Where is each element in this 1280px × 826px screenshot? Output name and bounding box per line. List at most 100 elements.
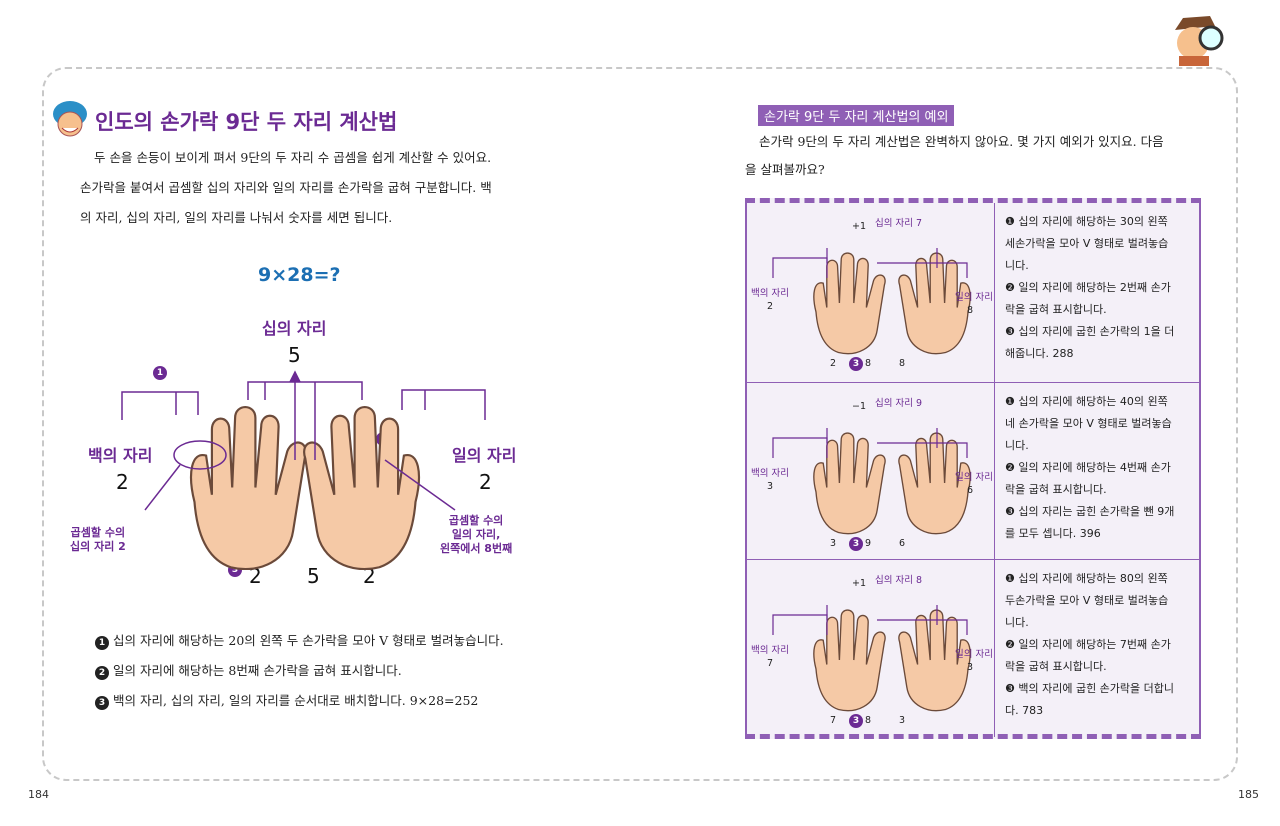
desc-line: 니다. [1005, 616, 1029, 629]
desc-line: ❷ 일의 자리에 해당하는 2번째 손가 [1005, 281, 1171, 294]
hundreds-value: 2 [116, 470, 129, 494]
tens-label: 십의 자리 8 [875, 575, 923, 586]
note-line: 곱셈할 수의 [70, 526, 126, 539]
adjust-value: +1 [852, 221, 867, 232]
desc-line: 락을 굽혀 표시합니다. [1005, 483, 1107, 496]
result-digit: 7 [830, 715, 837, 726]
desc-line: 락을 굽혀 표시합니다. [1005, 303, 1107, 316]
desc-line: ❷ 일의 자리에 해당하는 7번째 손가 [1005, 638, 1171, 651]
paragraph-line: 의 자리, 십의 자리, 일의 자리를 나눠서 숫자를 세면 됩니다. [80, 210, 393, 225]
note-line: 일의 자리, [451, 528, 501, 541]
intro-paragraph: 두 손을 손등이 보이게 펴서 9단의 두 자리 수 곱셈을 쉽게 계산할 수 … [80, 143, 550, 233]
note-line: 곱셈할 수의 [448, 514, 504, 527]
desc-line: ❷ 일의 자리에 해당하는 4번째 손가 [1005, 461, 1171, 474]
result-digit: 6 [899, 538, 906, 549]
result-digit: 8 [899, 358, 906, 369]
ones-label: 일의 자리 [452, 446, 517, 465]
desc-line: ❸ 십의 자리는 굽힌 손가락을 뺀 9개 [1005, 505, 1175, 518]
hundreds-label: 백의 자리 [751, 288, 789, 299]
desc-line: ❶ 십의 자리에 해당하는 40의 왼쪽 [1005, 395, 1168, 408]
step-list: 1 십의 자리에 해당하는 20의 왼쪽 두 손가락을 모아 V 형태로 벌려놓… [95, 630, 504, 720]
bracket-lines [772, 257, 968, 278]
desc-line: 락을 굽혀 표시합니다. [1005, 660, 1107, 673]
hands-diagram [121, 370, 486, 570]
bracket-lines [772, 437, 968, 458]
step-marker: 3 [95, 696, 109, 710]
page-number-left: 184 [28, 788, 49, 801]
note-line: 십의 자리 2 [70, 540, 126, 553]
adjust-value: +1 [852, 578, 867, 589]
note-left: 곱셈할 수의 십의 자리 2 [70, 526, 126, 554]
hands-illustration [813, 248, 971, 355]
result-digit: 8 [865, 358, 872, 369]
hundreds-value: 2 [767, 301, 774, 312]
mascot-detective-icon [1175, 16, 1224, 66]
tens-label: 십의 자리 7 [875, 218, 923, 229]
hundreds-value: 3 [767, 481, 774, 492]
desc-line: 네 손가락을 모아 V 형태로 벌려놓습 [1005, 417, 1172, 430]
result-digit: 8 [865, 715, 872, 726]
column-divider [994, 560, 995, 737]
tens-label: 십의 자리 9 [875, 398, 923, 409]
desc-line: ❸ 십의 자리에 굽힌 손가락의 1을 더 [1005, 325, 1175, 338]
step-text: 십의 자리에 해당하는 20의 왼쪽 두 손가락을 모아 V 형태로 벌려놓습니… [112, 633, 504, 648]
marker-1: 1 [153, 366, 167, 380]
desc-line: 세손가락을 모아 V 형태로 벌려놓습 [1005, 237, 1169, 250]
result-digit: 2 [830, 358, 837, 369]
desc-line: 해줍니다. 288 [1005, 347, 1074, 360]
step-marker: 1 [95, 636, 109, 650]
ones-value: 8 [967, 305, 974, 316]
marker-3: 3 [849, 714, 863, 728]
tens-label: 십의 자리 [262, 319, 327, 338]
step-text: 일의 자리에 해당하는 8번째 손가락을 굽혀 표시합니다. [112, 663, 402, 678]
note-line: 왼쪽에서 8번째 [440, 542, 513, 555]
desc-line: 니다. [1005, 439, 1029, 452]
page-frame [42, 67, 1238, 781]
paragraph-line: 손가락 9단의 두 자리 계산법은 완벽하지 않아요. 몇 가지 예외가 있지요… [759, 134, 1164, 149]
column-divider [994, 383, 995, 559]
note-right: 곱셈할 수의 일의 자리, 왼쪽에서 8번째 [440, 514, 512, 556]
step-marker: 2 [95, 666, 109, 680]
result-digit: 2 [363, 564, 376, 588]
tens-value: 5 [288, 343, 301, 367]
page-number-right: 185 [1238, 788, 1259, 801]
ones-value: 6 [967, 485, 974, 496]
result-digit: 3 [899, 715, 906, 726]
adjust-value: −1 [852, 401, 867, 412]
marker-3: 3 [849, 537, 863, 551]
example-row: 십의 자리 8 +1 백의 자리 7 일의 자리 3 7 3 8 3 ❶ 십의 … [747, 560, 1199, 737]
result-digit: 9 [865, 538, 872, 549]
ones-label: 일의 자리 [955, 472, 993, 483]
paragraph-line: 을 살펴볼까요? [745, 162, 825, 177]
examples-table: 십의 자리 7 +1 백의 자리 2 일의 자리 8 2 3 8 8 ❶ 십의 … [745, 198, 1201, 739]
desc-line: 니다. [1005, 259, 1029, 272]
column-divider [994, 203, 995, 382]
hundreds-label: 백의 자리 [751, 468, 789, 479]
step-text: 백의 자리, 십의 자리, 일의 자리를 순서대로 배치합니다. 9×28=25… [112, 693, 479, 708]
step-item: 2 일의 자리에 해당하는 8번째 손가락을 굽혀 표시합니다. [95, 660, 504, 690]
ones-value: 3 [967, 662, 974, 673]
ones-value: 2 [479, 470, 492, 494]
hundreds-label: 백의 자리 [88, 446, 153, 465]
section-header: 손가락 9단 두 자리 계산법의 예외 [758, 105, 955, 126]
example-row: 십의 자리 7 +1 백의 자리 2 일의 자리 8 2 3 8 8 ❶ 십의 … [747, 203, 1199, 383]
mascot-turban-icon [53, 101, 87, 137]
ones-label: 일의 자리 [955, 649, 993, 660]
desc-line: ❶ 십의 자리에 해당하는 80의 왼쪽 [1005, 572, 1168, 585]
equation: 9×28=? [258, 264, 341, 286]
desc-line: ❸ 백의 자리에 굽힌 손가락을 더합니 [1005, 682, 1175, 695]
desc-line: 다. 783 [1005, 704, 1044, 717]
paragraph-line: 두 손을 손등이 보이게 펴서 9단의 두 자리 수 곱셈을 쉽게 계산할 수 … [94, 150, 492, 165]
page-title: 인도의 손가락 9단 두 자리 계산법 [95, 110, 398, 134]
hundreds-label: 백의 자리 [751, 645, 789, 656]
example-row: 십의 자리 9 −1 백의 자리 3 일의 자리 6 3 3 9 6 ❶ 십의 … [747, 383, 1199, 560]
marker-3: 3 [849, 357, 863, 371]
right-paragraph: 손가락 9단의 두 자리 계산법은 완벽하지 않아요. 몇 가지 예외가 있지요… [745, 128, 1205, 184]
hands-illustration [813, 605, 971, 712]
desc-line: ❶ 십의 자리에 해당하는 30의 왼쪽 [1005, 215, 1168, 228]
hundreds-value: 7 [767, 658, 774, 669]
desc-line: 를 모두 셉니다. 396 [1005, 527, 1101, 540]
